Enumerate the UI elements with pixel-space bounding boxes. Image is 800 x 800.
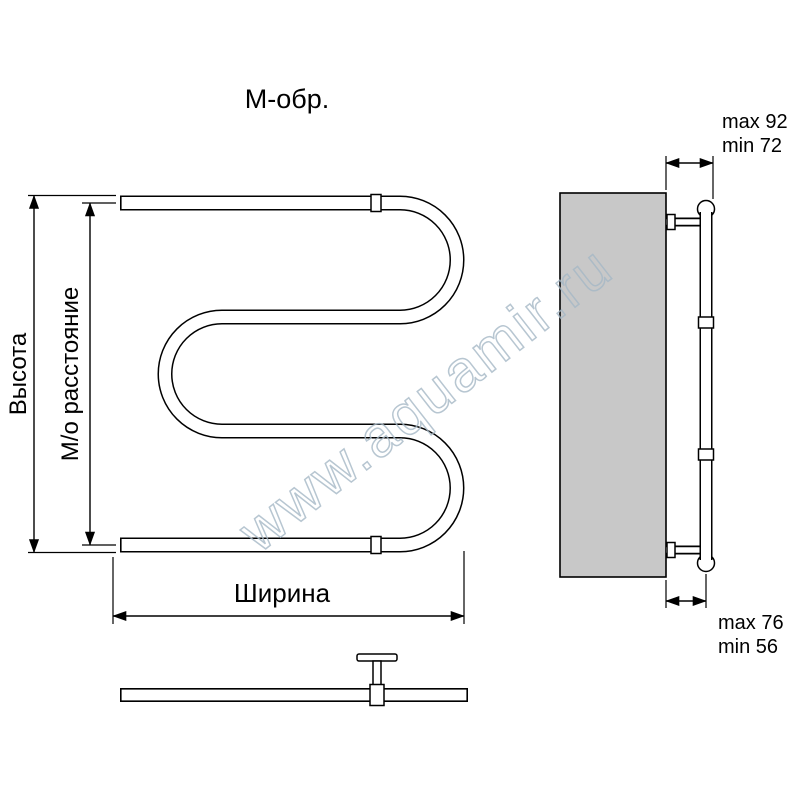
height-label: Высота [5,332,32,415]
dimension-axial-distance: М/о расстояние [57,202,116,546]
wall-connector-bottom [666,541,701,559]
rail-union-lower [697,448,715,461]
plan-pipe [120,688,468,702]
width-label: Ширина [234,578,331,608]
depth-bottom-max-label: max 76 [718,612,784,634]
dimension-depth-top: max 92 min 72 [665,111,788,199]
rail-union-upper [697,316,715,329]
valve-fitting [356,653,398,707]
union-coupling-bottom [370,535,382,555]
wall-connector-top [666,213,701,231]
m-shaped-pipe [120,193,457,555]
dimension-depth-bottom: max 76 min 56 [665,574,784,658]
side-view: max 92 min 72 max 76 min 56 [559,111,788,658]
union-coupling-top [370,193,382,213]
front-view: Высота М/о расстояние Ширина [5,193,465,624]
axial-distance-label: М/о расстояние [57,287,84,461]
drawing-title: М-обр. [245,84,329,114]
vertical-rail-pipe [696,199,716,573]
valve-coupling [369,683,385,707]
bottom-view [120,653,468,707]
wall-section [559,192,667,578]
depth-top-min-label: min 72 [722,135,782,157]
depth-bottom-min-label: min 56 [718,636,778,658]
dimension-height: Высота [5,194,116,554]
valve-handle [356,653,398,662]
dimension-width: Ширина [112,551,465,624]
depth-top-max-label: max 92 [722,111,788,133]
